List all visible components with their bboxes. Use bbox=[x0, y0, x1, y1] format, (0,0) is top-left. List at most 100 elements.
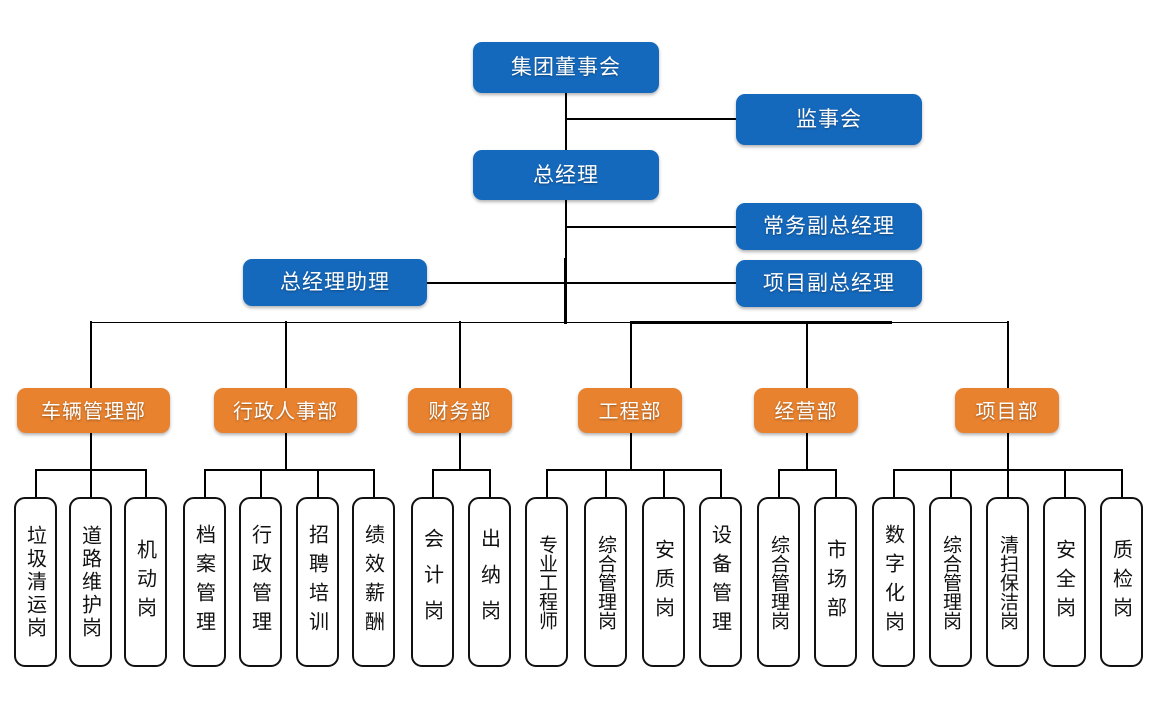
dept-4-stem bbox=[630, 432, 632, 470]
dept-node-operations-label: 经营部 bbox=[774, 398, 838, 423]
dept-6-drop-1 bbox=[893, 469, 895, 498]
position-label: 专业工程师 bbox=[536, 534, 558, 630]
position-box-recruitment-training[interactable]: 招聘培训 bbox=[296, 497, 339, 667]
node-general-manager[interactable]: 总经理 bbox=[473, 150, 659, 200]
node-gm-assistant-label: 总经理助理 bbox=[280, 270, 390, 294]
position-box-garbage-transport[interactable]: 垃圾清运岗 bbox=[14, 497, 57, 667]
position-label: 清扫保洁岗 bbox=[997, 534, 1019, 630]
position-box-performance-compensation[interactable]: 绩效薪酬 bbox=[352, 497, 395, 667]
position-box-eng-general-management[interactable]: 综合管理岗 bbox=[584, 497, 627, 667]
position-label: 道路维护岗 bbox=[78, 524, 103, 640]
dept-3-bus bbox=[432, 469, 490, 471]
node-project-deputy-gm-label: 项目副总经理 bbox=[763, 271, 895, 295]
dept-4-bus bbox=[546, 469, 721, 471]
dept-5-bus bbox=[778, 469, 836, 471]
distribution-bar-center bbox=[630, 321, 892, 324]
dept-2-bus bbox=[204, 469, 374, 471]
position-label: 会计岗 bbox=[420, 528, 445, 636]
position-label: 综合管理岗 bbox=[595, 534, 617, 630]
dept-4-drop-4 bbox=[720, 469, 722, 498]
drop-to-dept-1 bbox=[90, 321, 92, 388]
dept-1-stem bbox=[90, 432, 92, 470]
position-box-professional-engineer[interactable]: 专业工程师 bbox=[525, 497, 568, 667]
dept-2-drop-2 bbox=[260, 469, 262, 498]
position-box-ops-general-management[interactable]: 综合管理岗 bbox=[757, 497, 800, 667]
position-box-safety[interactable]: 安全岗 bbox=[1043, 497, 1086, 667]
dept-1-drop-1 bbox=[35, 469, 37, 498]
dept-node-engineering[interactable]: 工程部 bbox=[578, 388, 682, 433]
node-general-manager-label: 总经理 bbox=[533, 162, 599, 187]
connector-board-to-supervisory bbox=[565, 118, 737, 120]
position-label: 市场部 bbox=[823, 538, 848, 626]
connector-gm-trunk-upper bbox=[565, 199, 567, 266]
position-label: 综合管理岗 bbox=[940, 534, 962, 630]
dept-3-drop-2 bbox=[489, 469, 491, 498]
drop-to-dept-3 bbox=[459, 321, 461, 388]
position-box-cashier[interactable]: 出纳岗 bbox=[468, 497, 511, 667]
node-board[interactable]: 集团董事会 bbox=[473, 42, 659, 93]
dept-2-stem bbox=[285, 432, 287, 470]
dept-node-vehicle-management-label: 车辆管理部 bbox=[41, 398, 146, 423]
position-box-quality-inspection[interactable]: 质检岗 bbox=[1100, 497, 1143, 667]
position-label: 机动岗 bbox=[133, 538, 158, 626]
dept-6-drop-3 bbox=[1007, 469, 1009, 498]
dept-1-drop-2 bbox=[90, 469, 92, 498]
dept-5-drop-1 bbox=[778, 469, 780, 498]
dept-node-operations[interactable]: 经营部 bbox=[754, 388, 858, 433]
dept-3-drop-1 bbox=[432, 469, 434, 498]
node-board-label: 集团董事会 bbox=[511, 55, 621, 79]
dept-6-drop-2 bbox=[950, 469, 952, 498]
connector-gm-to-exec-deputy bbox=[565, 226, 737, 228]
dept-node-finance-label: 财务部 bbox=[428, 398, 492, 423]
position-box-digitalization[interactable]: 数字化岗 bbox=[872, 497, 915, 667]
node-gm-assistant[interactable]: 总经理助理 bbox=[243, 259, 427, 306]
position-label: 绩效薪酬 bbox=[361, 524, 386, 640]
node-project-deputy-gm[interactable]: 项目副总经理 bbox=[736, 260, 922, 307]
connector-gm-trunk-lower bbox=[564, 258, 567, 324]
dept-3-stem bbox=[459, 432, 461, 470]
position-box-admin-management[interactable]: 行政管理 bbox=[239, 497, 282, 667]
dept-node-finance[interactable]: 财务部 bbox=[408, 388, 512, 433]
connector-assistant-to-project-deputy bbox=[426, 282, 737, 284]
node-supervisory-board[interactable]: 监事会 bbox=[736, 94, 922, 145]
position-box-cleaning-sanitation[interactable]: 清扫保洁岗 bbox=[986, 497, 1029, 667]
dept-2-drop-4 bbox=[373, 469, 375, 498]
dept-2-drop-3 bbox=[317, 469, 319, 498]
drop-to-dept-2 bbox=[285, 321, 287, 388]
position-box-vehicle-operator[interactable]: 机动岗 bbox=[124, 497, 167, 667]
node-executive-deputy-gm[interactable]: 常务副总经理 bbox=[736, 203, 922, 250]
position-label: 垃圾清运岗 bbox=[23, 524, 48, 640]
position-label: 招聘培训 bbox=[305, 524, 330, 640]
connector-board-to-gm bbox=[565, 92, 567, 151]
position-label: 设备管理 bbox=[708, 524, 733, 640]
dept-5-stem bbox=[806, 432, 808, 470]
node-executive-deputy-gm-label: 常务副总经理 bbox=[763, 214, 895, 238]
position-box-archive-management[interactable]: 档案管理 bbox=[183, 497, 226, 667]
position-box-accounting[interactable]: 会计岗 bbox=[411, 497, 454, 667]
position-label: 行政管理 bbox=[248, 524, 273, 640]
dept-6-drop-5 bbox=[1121, 469, 1123, 498]
dept-4-drop-1 bbox=[546, 469, 548, 498]
node-supervisory-board-label: 监事会 bbox=[796, 107, 862, 131]
dept-4-drop-2 bbox=[605, 469, 607, 498]
position-box-road-maintenance[interactable]: 道路维护岗 bbox=[69, 497, 112, 667]
position-label: 综合管理岗 bbox=[768, 534, 790, 630]
position-box-safety-quality[interactable]: 安质岗 bbox=[642, 497, 685, 667]
position-box-proj-general-management[interactable]: 综合管理岗 bbox=[929, 497, 972, 667]
distribution-bar-left bbox=[90, 321, 631, 324]
position-label: 数字化岗 bbox=[881, 524, 906, 640]
dept-node-vehicle-management[interactable]: 车辆管理部 bbox=[17, 388, 170, 433]
position-box-marketing[interactable]: 市场部 bbox=[814, 497, 857, 667]
drop-to-dept-6 bbox=[1007, 321, 1009, 388]
drop-to-dept-5 bbox=[806, 321, 808, 388]
dept-1-drop-3 bbox=[145, 469, 147, 498]
position-box-equipment-management[interactable]: 设备管理 bbox=[699, 497, 742, 667]
distribution-bar-right bbox=[891, 321, 1008, 324]
dept-node-project[interactable]: 项目部 bbox=[955, 388, 1059, 433]
dept-node-admin-hr[interactable]: 行政人事部 bbox=[214, 388, 357, 433]
position-label: 安质岗 bbox=[651, 538, 676, 626]
dept-4-drop-3 bbox=[663, 469, 665, 498]
dept-6-drop-4 bbox=[1064, 469, 1066, 498]
position-label: 安全岗 bbox=[1052, 538, 1077, 626]
